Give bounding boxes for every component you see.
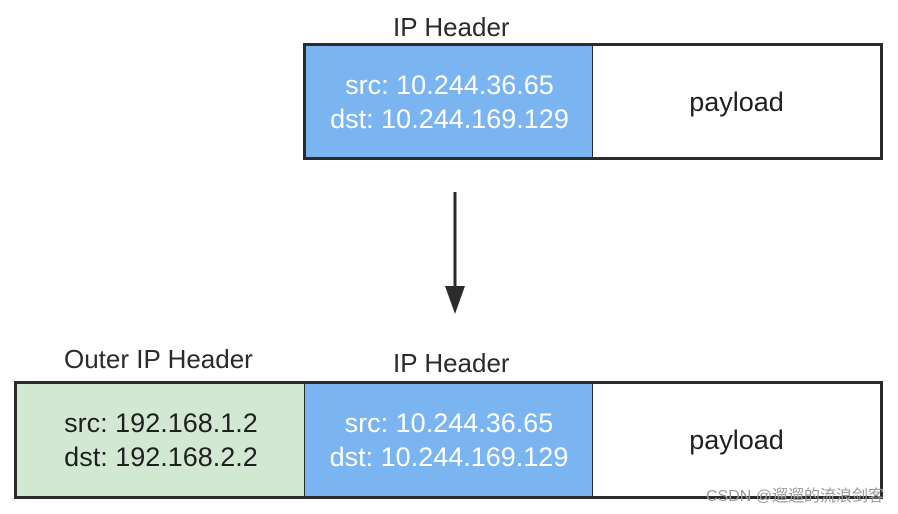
bottom-inner-dst: dst: 10.244.169.129 <box>329 442 569 472</box>
outer-src: src: 192.168.1.2 <box>64 408 258 438</box>
top-payload-label: payload <box>689 86 784 117</box>
watermark: CSDN @遛遛的流浪剑客 <box>705 488 884 505</box>
top-inner-dst: dst: 10.244.169.129 <box>330 103 569 134</box>
top-ip-header-label: IP Header <box>393 12 510 42</box>
bottom-payload: payload <box>592 381 883 499</box>
bottom-inner-ip-header: src: 10.244.36.65 dst: 10.244.169.129 <box>304 381 594 499</box>
outer-dst: dst: 192.168.2.2 <box>64 442 258 472</box>
top-payload: payload <box>592 43 883 160</box>
bottom-inner-src: src: 10.244.36.65 <box>344 408 554 438</box>
arrow-down-icon <box>445 192 465 314</box>
outer-ip-header: src: 192.168.1.2 dst: 192.168.2.2 <box>14 381 306 499</box>
bottom-ip-header-label: IP Header <box>393 348 510 378</box>
top-inner-src: src: 10.244.36.65 <box>345 69 554 100</box>
outer-ip-header-label: Outer IP Header <box>64 344 253 374</box>
bottom-payload-label: payload <box>689 425 784 455</box>
top-inner-ip-header: src: 10.244.36.65 dst: 10.244.169.129 <box>303 43 594 160</box>
